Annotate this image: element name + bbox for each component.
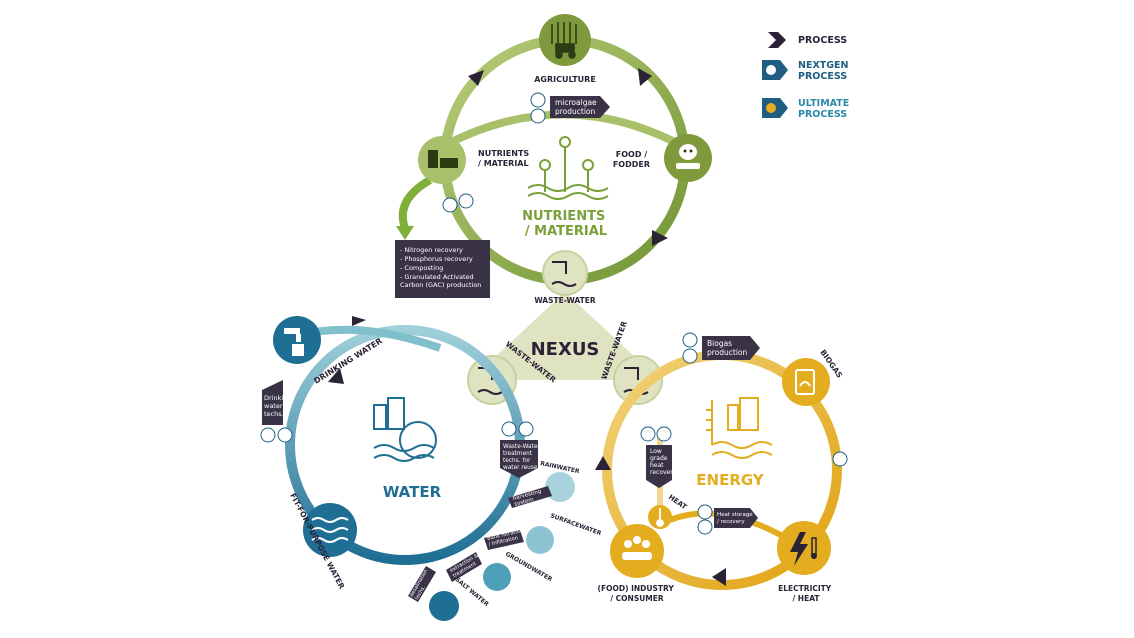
surfacewater-node — [526, 526, 554, 554]
nextgen-drop-icon — [697, 504, 713, 520]
factory-icon — [706, 397, 773, 459]
salt-water-node — [429, 591, 459, 621]
low-grade-heat-label: Low grade heat recovery — [650, 448, 677, 476]
food-fodder-label: FOOD / FODDER — [613, 150, 650, 169]
microalgae-label-box — [550, 96, 610, 118]
legend-process: PROCESS — [798, 35, 847, 46]
energy-title: ENERGY — [696, 471, 765, 489]
biogas-prod-box — [702, 336, 760, 360]
nutrients-output-arrow — [398, 176, 433, 230]
ultimate-drop-icon — [458, 193, 474, 209]
nextgen-drop-icon — [501, 421, 517, 437]
nextgen-drop-icon — [260, 427, 276, 443]
filtration-box — [484, 530, 524, 550]
biogas-prod-label: Biogas production — [707, 339, 748, 357]
industry-consumer-label: (FOOD) INDUSTRY / CONSUMER — [598, 584, 677, 603]
ultimate-drop-icon — [518, 421, 534, 437]
industry-consumer-node — [610, 524, 664, 578]
nexus-triangle — [470, 292, 660, 380]
process-arrow — [352, 316, 366, 326]
nutrients-material-label: NUTRIENTS / MATERIAL — [478, 149, 532, 168]
waves-icon — [311, 517, 349, 543]
legend-nextgen: NEXTGEN PROCESS — [798, 60, 852, 82]
nutrients-cycle: AGRICULTURE NUTRIENTS / MATERIAL FOOD / … — [395, 14, 712, 298]
nextgen-drop-icon — [682, 332, 698, 348]
process-legend-icon — [768, 32, 786, 48]
tap-icon — [284, 328, 304, 356]
extraction-box — [446, 552, 482, 582]
fuel-can-icon — [795, 369, 815, 395]
process-arrow — [468, 70, 484, 86]
legend-ultimate: ULTIMATE PROCESS — [798, 98, 853, 120]
fit-for-purpose-node — [303, 503, 357, 557]
process-arrow — [328, 368, 344, 384]
agriculture-label: AGRICULTURE — [534, 75, 596, 84]
thermometer-icon — [656, 508, 664, 527]
nextgen-drop-icon — [640, 426, 656, 442]
drinking-techs-label: Drinking water techs. — [264, 394, 294, 418]
nextgen-drop-icon — [832, 451, 848, 467]
nutrients-title: NUTRIENTS / MATERIAL — [522, 209, 610, 239]
cow-icon — [676, 144, 700, 169]
water-cycle: DRINKING WATER Drinking water techs. WAT… — [260, 316, 603, 621]
ultimate-drop-icon — [766, 103, 776, 113]
legend: PROCESS NEXTGEN PROCESS ULTIMATE PROCESS — [762, 32, 853, 120]
nexus-center: NEXUS WASTE-WATER WASTE-WATER WASTE-WATE… — [467, 250, 663, 405]
recovery-list-box — [395, 240, 490, 298]
water-title: WATER — [383, 483, 442, 501]
ww-treatment-label: Waste-Water treatment techs. for water r… — [503, 444, 542, 471]
waste-water-label-top: WASTE-WATER — [534, 296, 596, 305]
heat-storage-box — [714, 508, 758, 528]
energy-cycle: Biogas production BIOGAS Low grade heat … — [595, 332, 848, 603]
ultimate-drop-icon — [277, 427, 293, 443]
process-arrow — [712, 568, 726, 586]
rainwater-node — [545, 472, 575, 502]
people-icon — [622, 536, 652, 560]
sacks-icon — [428, 150, 458, 168]
low-grade-heat-box — [646, 445, 672, 488]
nexus-title: NEXUS — [531, 339, 600, 360]
process-arrow — [595, 456, 611, 470]
nextgen-drop-icon — [766, 65, 776, 75]
ultimate-drop-icon — [682, 348, 698, 364]
nextgen-drop-icon — [442, 197, 458, 213]
groundwater-node — [483, 563, 511, 591]
agriculture-node — [539, 14, 591, 66]
ultimate-drop-icon — [656, 426, 672, 442]
plants-icon — [527, 136, 609, 200]
agriculture-icon — [551, 22, 577, 59]
water-plant-icon — [373, 397, 437, 462]
electricity-heat-label: ELECTRICITY / HEAT — [778, 584, 834, 603]
ultimate-drop-icon — [697, 519, 713, 535]
microalgae-label: microalgae production — [555, 98, 599, 116]
desal-box — [408, 566, 436, 602]
process-arrow — [652, 230, 668, 246]
nutrients-output-arrowhead — [396, 226, 414, 240]
heat-storage-label: Heat storage / recovery — [717, 512, 754, 525]
ultimate-drop-icon — [530, 108, 546, 124]
lightning-icon — [790, 532, 817, 566]
recovery-list: - Nitrogen recovery - Phosphorus recover… — [400, 246, 481, 289]
harvesting-box — [508, 486, 552, 508]
ww-treatment-box — [500, 440, 538, 478]
pipe-icon — [551, 261, 577, 287]
process-arrow — [638, 68, 652, 86]
nextgen-drop-icon — [530, 92, 546, 108]
drinking-techs-box — [262, 380, 283, 425]
